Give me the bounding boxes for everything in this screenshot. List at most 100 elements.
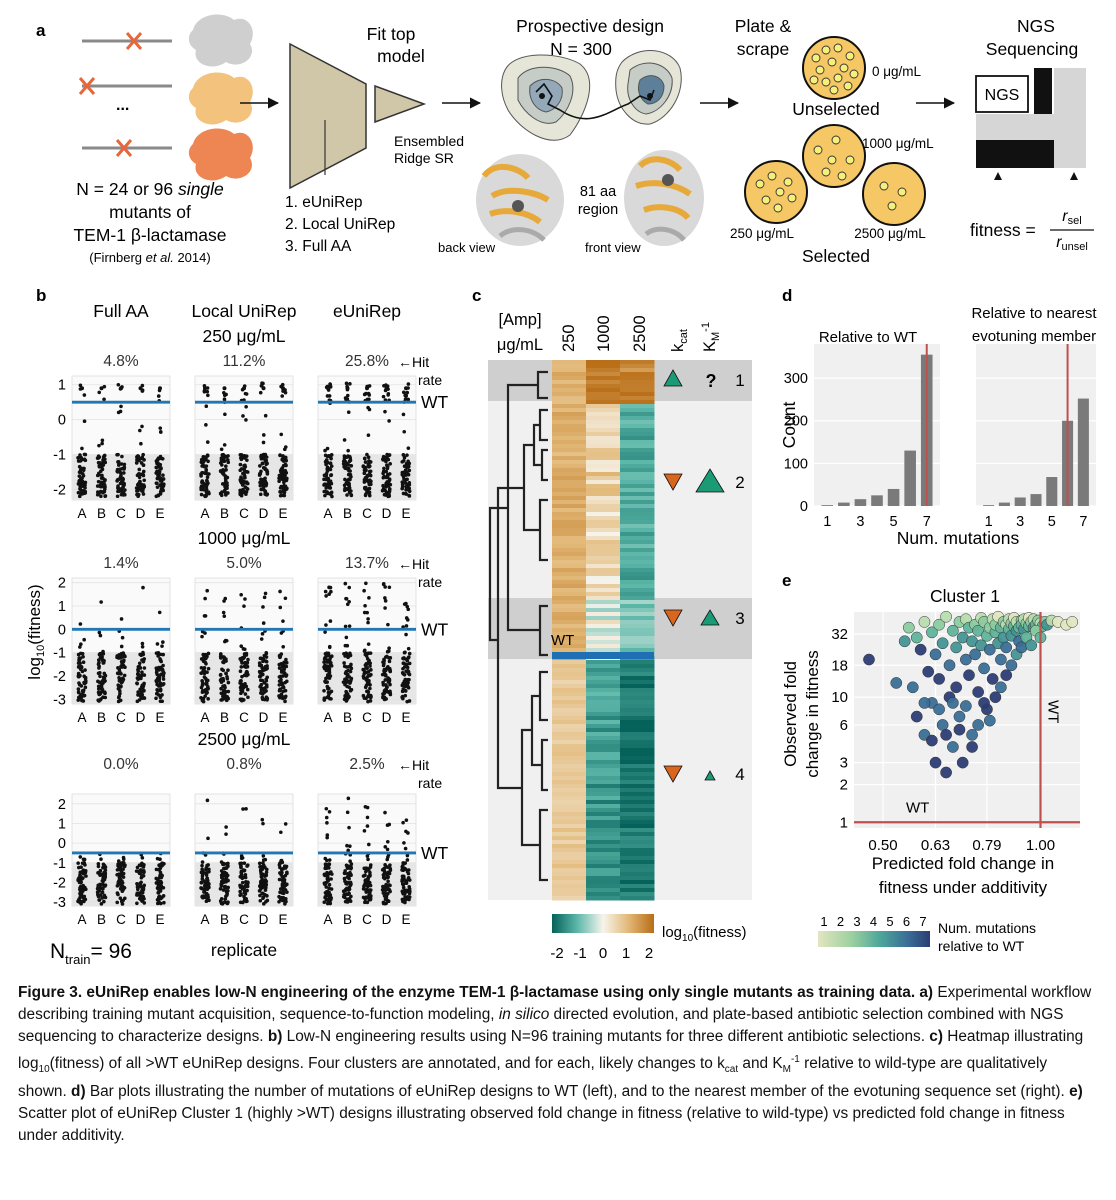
fitness-point [280,466,285,470]
fitness-point [368,863,373,867]
heatmap-cell [620,768,655,773]
count-bar [887,488,900,506]
fitness-point [400,867,405,872]
heatmap-cell [552,736,587,741]
heatmap-cell [552,880,587,885]
y-tick-label: 6 [840,717,848,734]
heatmap-cell [620,888,655,893]
row-title: 1000 μg/mL [198,528,291,548]
fitness-point [206,651,211,656]
heatmap-cell [620,808,655,813]
fitness-point [84,887,88,892]
fitness-point [345,882,349,886]
heatmap-cell [586,588,621,593]
fitness-point [277,683,282,687]
fitness-point [205,686,210,691]
fitness-point [328,383,333,387]
heatmap-cell [620,592,655,597]
fitness-point [238,883,242,888]
fitness-point [100,473,104,478]
fitness-point [76,652,81,657]
fitness-point [226,458,230,462]
fitness-point [363,900,367,905]
heatmap-cell [620,848,655,853]
hit-rate-label: rate [418,775,442,791]
fitness-point [199,695,203,700]
fitness-point [222,862,226,866]
fitness-point [219,869,224,873]
heatmap-cell [552,400,587,405]
heatmap-cell [586,644,621,649]
x-tick-label: 1 [985,514,993,530]
fitness-point [264,679,269,683]
heatmap-cell [552,500,587,505]
fitness-point [158,699,163,704]
fitness-point [362,480,367,484]
fitness-point [118,886,123,891]
fitness-point [259,487,263,492]
fitness-point [205,440,210,444]
fitness-point [384,485,388,489]
protein-icons [188,14,253,181]
heatmap-cell [620,736,655,741]
heatmap-cell [586,640,621,645]
fitness-point [362,829,367,833]
fitness-point [405,665,410,670]
d-subtitle-right-1: Relative to nearest [971,305,1097,322]
fitness-point [368,661,373,666]
x-tick-label: A [200,506,209,521]
hit-rate-value: 2.5% [349,756,385,773]
fitness-point [117,653,121,657]
fitness-point [225,483,229,488]
fitness-point [341,889,346,894]
fitness-point [118,691,122,696]
fitness-point [261,668,266,673]
fitness-point [77,494,82,499]
heatmap-cell [586,756,621,761]
fitness-point [141,463,146,468]
fitness-point [226,668,230,672]
heatmap-cell [620,664,655,669]
fitness-point [259,656,263,661]
fitness-point [83,676,88,681]
heatmap-cell [552,888,587,893]
x-tick-label: E [401,710,410,725]
fitness-point [226,689,231,694]
y-tick-label: 1 [58,816,66,832]
fitness-point [78,891,82,896]
heatmap-cell [552,628,587,633]
ensembled-1: Ensembled [394,133,464,149]
fitness-point [262,487,266,492]
hit-rate-label: rate [418,574,442,590]
fitness-point [207,882,211,886]
fitness-point [205,896,210,901]
heatmap-cell [620,708,655,713]
heatmap-cell [586,464,621,469]
fitness-point [368,874,372,878]
fitness-point [76,690,81,695]
fitness-point [200,860,205,864]
e-ylabel-1: Observed fold [781,661,800,767]
heatmap-cell [586,480,621,485]
heatmap-cell [586,572,621,577]
heatmap-cell [620,616,655,621]
fitness-point [224,866,229,870]
fitness-point [281,891,286,896]
heatmap-cell [552,788,587,793]
fitness-point [278,453,282,457]
fitness-point [244,889,248,893]
fitness-point [154,696,158,701]
fitness-point [329,887,334,891]
fitness-point [139,880,143,885]
y-tick-label: -2 [53,669,66,685]
fitness-point [281,489,286,493]
fitness-point [100,681,105,685]
fitness-point [223,474,228,479]
heatmap-cell [552,492,587,497]
heatmap-cell [552,536,587,541]
fitness-point [221,877,226,882]
y-tick-label: 300 [784,371,808,387]
fitness-point [78,622,83,626]
fitness-point [364,468,368,473]
fitness-point [400,460,405,464]
